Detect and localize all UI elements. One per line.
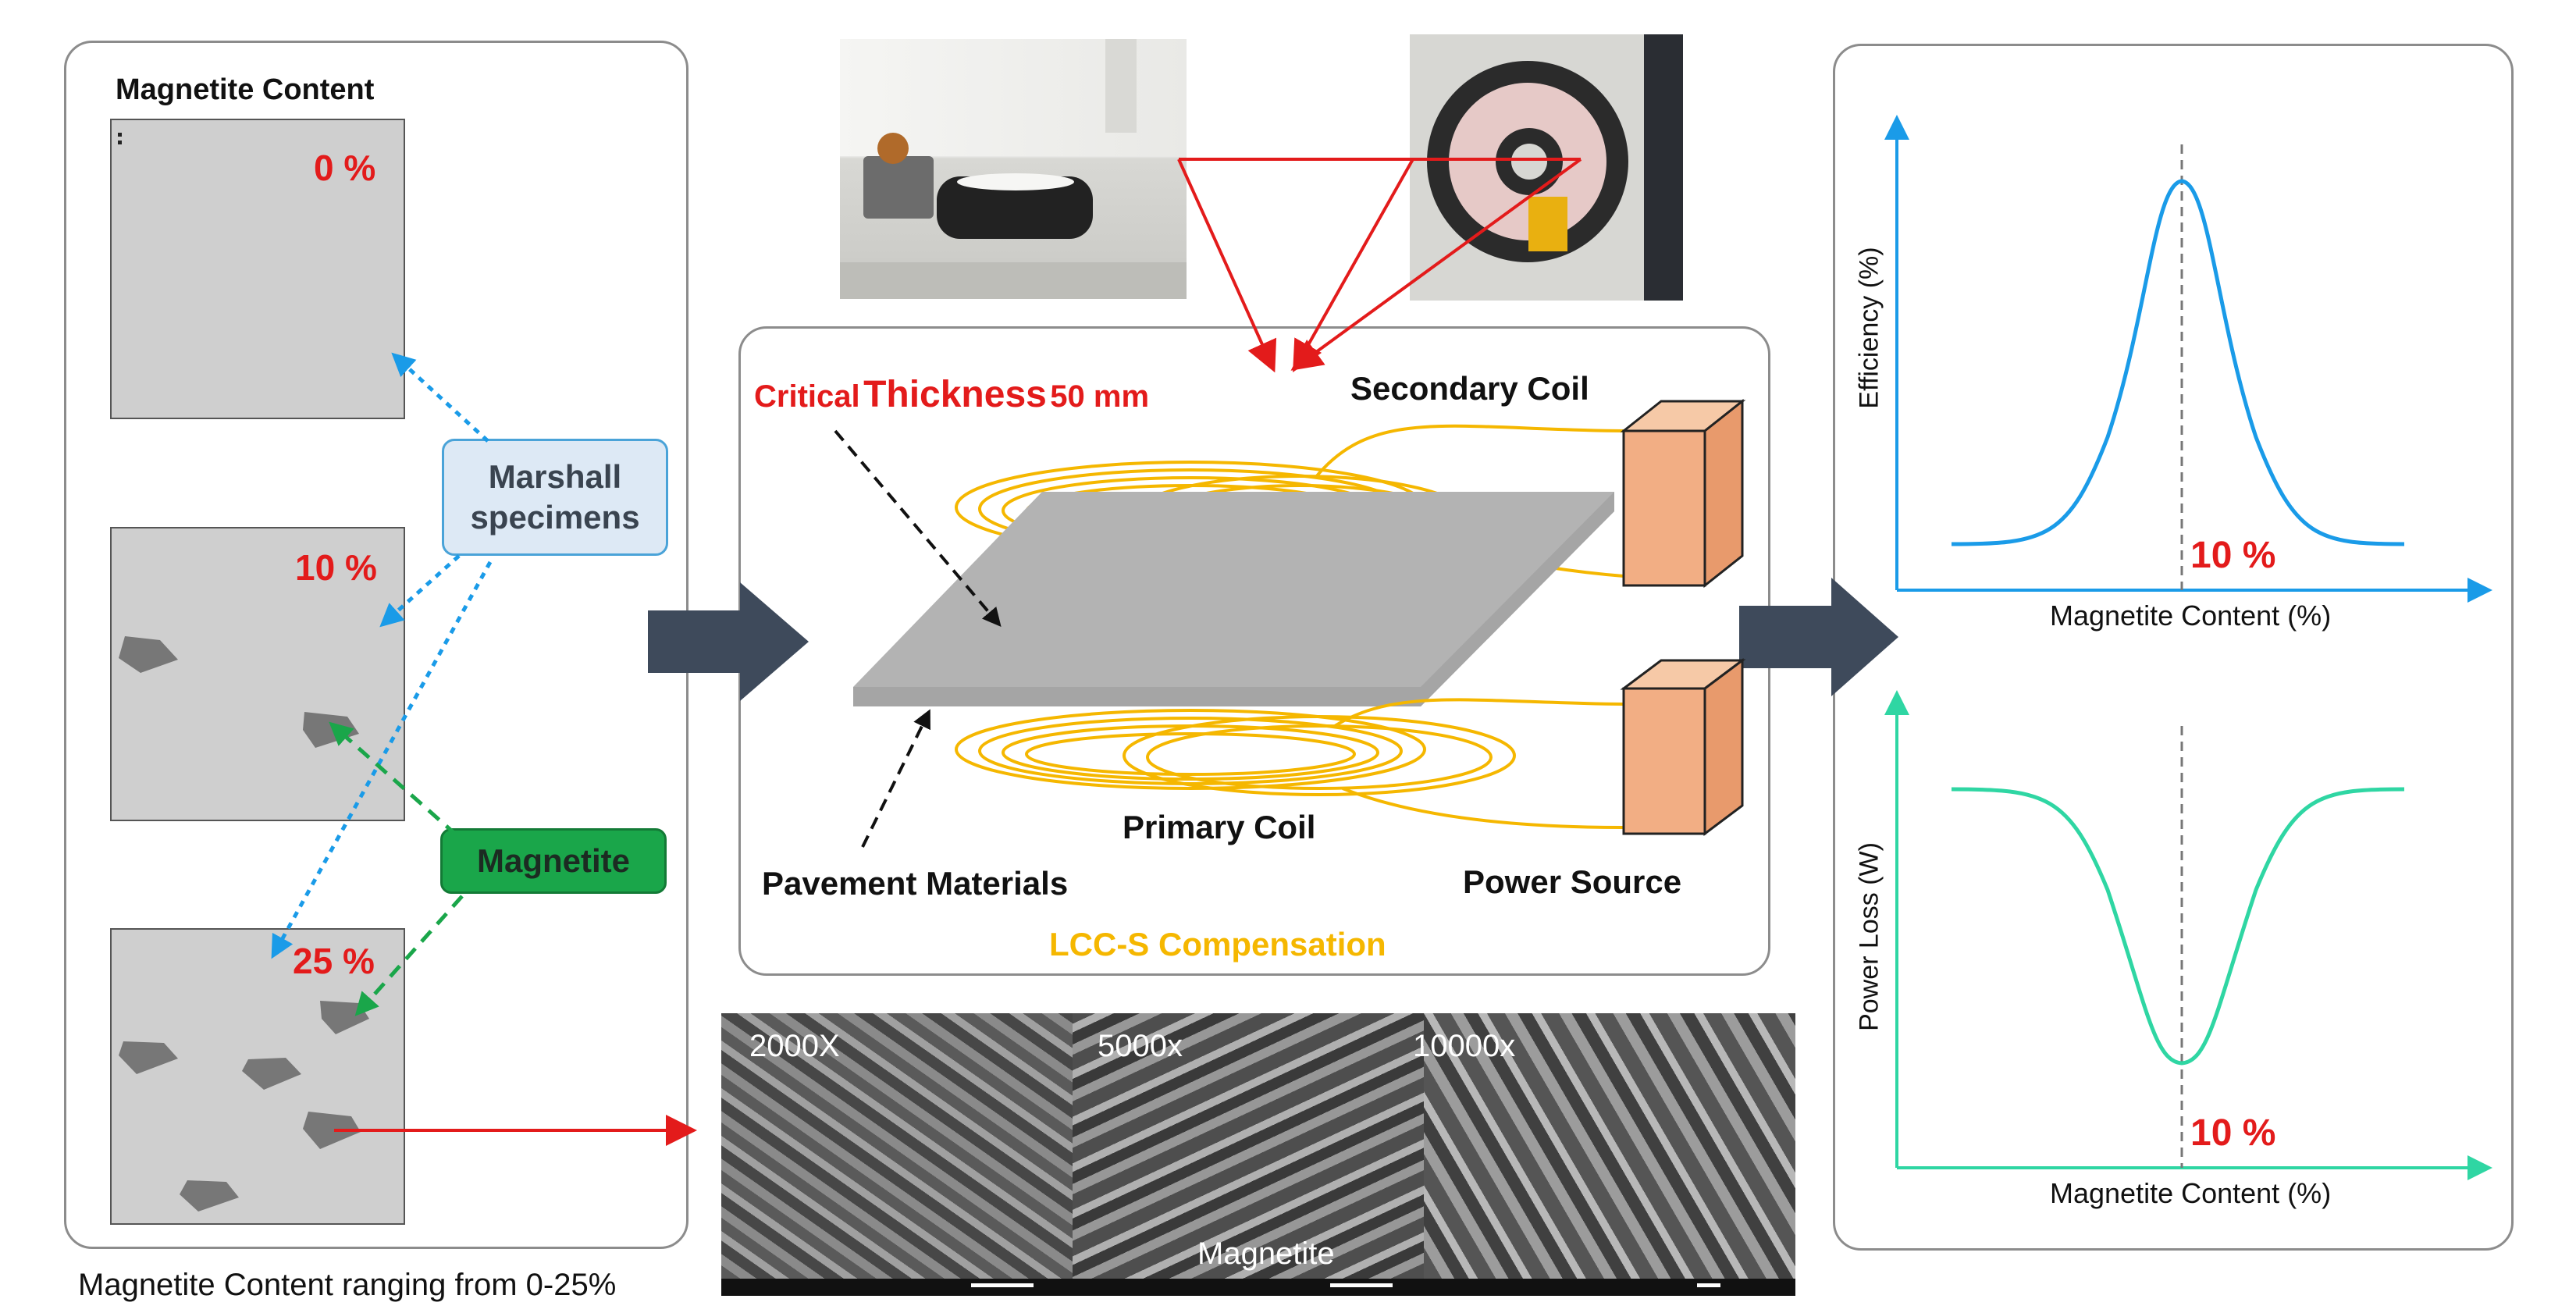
specimen-label-0: 0 % [314, 148, 376, 188]
magnetite-callout: Magnetite [440, 828, 667, 894]
bottom-chart-xlabel: Magnetite Content (%) [2050, 1177, 2332, 1209]
photo-coil-setup [840, 39, 1187, 299]
photo-pointer-arrows [1177, 158, 1582, 373]
critical-thickness-word: Thickness [863, 374, 1047, 415]
specimen-10 [110, 527, 405, 821]
marshall-specimens-callout: Marshall specimens [442, 439, 668, 556]
power-source-label: Power Source [1463, 863, 1682, 900]
left-caption: Magnetite Content ranging from 0-25% [78, 1268, 617, 1302]
primary-coil [955, 698, 1624, 829]
sem-image-5000x [1073, 1013, 1424, 1279]
power-loss-chart [1884, 690, 2492, 1180]
flow-arrow-left [648, 582, 809, 701]
specimen-label-10: 10 % [295, 547, 377, 588]
sem-mag-5000x: 5000x [1098, 1029, 1183, 1063]
secondary-coil-label: Secondary Coil [1350, 370, 1589, 407]
magnetite-content-title: Magnetite Content [116, 73, 375, 106]
pavement-materials-label: Pavement Materials [762, 865, 1069, 902]
critical-thickness-value: 50 mm [1050, 379, 1150, 414]
specimen-label-25: 25 % [293, 941, 375, 981]
center-pointer-arrows [834, 429, 1002, 848]
sem-images-panel [721, 1013, 1795, 1296]
marshall-specimens-label: Marshall specimens [470, 458, 640, 536]
sem-caption: Magnetite [1197, 1236, 1335, 1271]
right-panel [1833, 44, 2514, 1251]
primary-coil-label: Primary Coil [1123, 809, 1316, 845]
marshall-callout-arrows [271, 352, 493, 959]
magnetite-callout-label: Magnetite [476, 842, 630, 879]
secondary-power-box [1620, 398, 1746, 589]
bottom-chart-marker: 10 % [2190, 1112, 2276, 1154]
sem-mag-2000x: 2000X [749, 1029, 840, 1063]
top-chart-marker: 10 % [2190, 535, 2276, 576]
specimen-0 [110, 119, 405, 419]
pavement-slab [853, 492, 1614, 706]
sem-info-bar [721, 1279, 1795, 1296]
sem-image-2000x [721, 1013, 1073, 1279]
sem-mag-10000x: 10000x [1413, 1029, 1516, 1063]
lcc-s-compensation-label: LCC-S Compensation [1049, 926, 1386, 963]
photo-secondary-coil [1410, 34, 1683, 301]
critical-thickness-label: Critical Thickness 50 mm [754, 373, 1149, 416]
efficiency-chart [1884, 115, 2492, 603]
critical-prefix: Critical [754, 379, 860, 414]
sem-image-10000x [1424, 1013, 1795, 1279]
power-source-box [1620, 658, 1746, 836]
magnetite-callout-arrows [329, 721, 464, 1016]
top-chart-xlabel: Magnetite Content (%) [2050, 600, 2332, 632]
flow-arrow-right [1739, 578, 1898, 696]
magnetite-particles [119, 636, 369, 1212]
